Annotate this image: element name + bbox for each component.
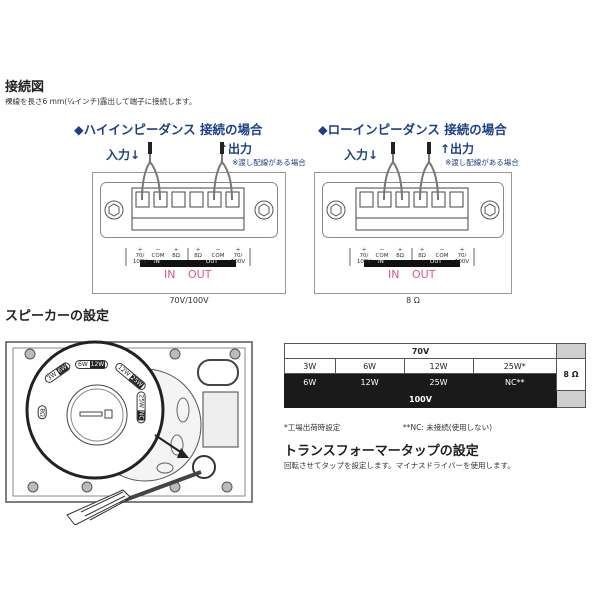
high-impedance-heading: ◆ハイインピーダンス 接続の場合 [74,122,263,137]
screw-icon [480,200,500,220]
cell-8ohm: 8 Ω [556,358,586,391]
low-impedance-heading: ◆ローインピーダンス 接続の場合 [318,122,507,137]
header-100v: 100V [284,390,557,408]
high-impedance-caption: 70V/100V [169,296,209,305]
high-impedance-terminal-diagram: +70/100V −COM +8Ω +8Ω −COM +70/100V IN O… [92,140,286,295]
terminal-label-com: −COM [435,247,449,259]
out-label: OUT [188,268,212,281]
wiring-subtitle: 裸線を長さ6 mm(¼インチ)露出して端子に接続します。 [5,97,197,106]
terminal-label-8ohm: +8Ω [418,247,426,259]
cell-70v-3w: 3W [284,358,336,374]
out-label: OUT [412,268,436,281]
terminal-label-com: −COM [211,247,225,259]
low-impedance-terminal-diagram: +70/100V −COM +8Ω +8Ω −COM +70/100V IN O… [314,140,512,295]
terminal-label-com: −COM [151,247,165,259]
transformer-tap-title: トランスフォーマータップの設定 [284,444,479,459]
terminal-label-70-100v: +70/100V [356,247,372,265]
dial-position-25w-nc: 25W NC [136,391,146,424]
input-wire-icon [383,145,403,201]
dial-position-6w-12w: 6W 12W [75,360,109,369]
speaker-illustration: 3W 6W 6W 12W 12W 25W 25W NC 8Ω [5,340,257,525]
input-label: 入力↓ [106,148,141,162]
blank-cell [556,343,586,359]
cell-70v-25w: 25W* [472,358,558,374]
input-label: 入力↓ [344,148,379,162]
out-bar-label: OUT [430,259,442,265]
terminal-label-70-100v: +70/100V [132,247,148,265]
factory-setting-note: *工場出荷時設定 [284,423,341,432]
in-label: IN [388,268,400,281]
input-wire-icon [141,145,161,201]
low-impedance-caption: 8 Ω [406,296,420,305]
nc-note: **NC: 未接続(使用しない) [403,423,493,432]
terminal-label-70-100v: +70/100V [454,247,470,265]
transformer-tap-description: 回転させてタップを設定します。マイナスドライバーを使用します。 [284,461,515,470]
cell-100v-nc: NC** [472,373,558,391]
cell-100v-25w: 25W [403,373,474,391]
cell-70v-6w: 6W [334,358,405,374]
terminal-block-graphic [314,142,512,294]
terminal-label-8ohm: +8Ω [194,247,202,259]
cell-100v-12w: 12W [334,373,405,391]
in-bar-label: IN [154,259,160,265]
tap-table: 70V 3W 6W 12W 25W* 8 Ω 6W 12W 25W NC** 1… [284,343,586,408]
header-70v: 70V [284,343,557,359]
cell-100v-6w: 6W [284,373,336,391]
terminal-label-70-100v: +70/100V [230,247,246,265]
screwdriver-icon [66,470,202,525]
terminal-label-8ohm: +8Ω [396,247,404,259]
speaker-settings-title: スピーカーの設定 [5,309,110,324]
output-label: ↑出力 [440,142,475,156]
output-wire-icon [213,145,233,201]
terminal-label-com: −COM [375,247,389,259]
out-bar-label: OUT [206,259,218,265]
pass-through-note: ※渡し配線がある場合 [232,158,306,167]
terminal-label-8ohm: +8Ω [172,247,180,259]
output-label: ↑出力 [218,142,253,156]
screw-icon [254,200,274,220]
pass-through-note: ※渡し配線がある場合 [445,158,519,167]
wiring-title: 接続図 [5,80,45,95]
in-label: IN [164,268,176,281]
arrow-icon [177,448,189,458]
screw-icon [104,200,124,220]
terminal-block-graphic [92,142,286,294]
in-bar-label: IN [378,259,384,265]
screw-icon [326,200,346,220]
dial-position-8ohm: 8Ω [37,405,47,420]
output-wire-icon [419,145,439,201]
cell-70v-12w: 12W [403,358,474,374]
blank-cell [556,390,586,408]
